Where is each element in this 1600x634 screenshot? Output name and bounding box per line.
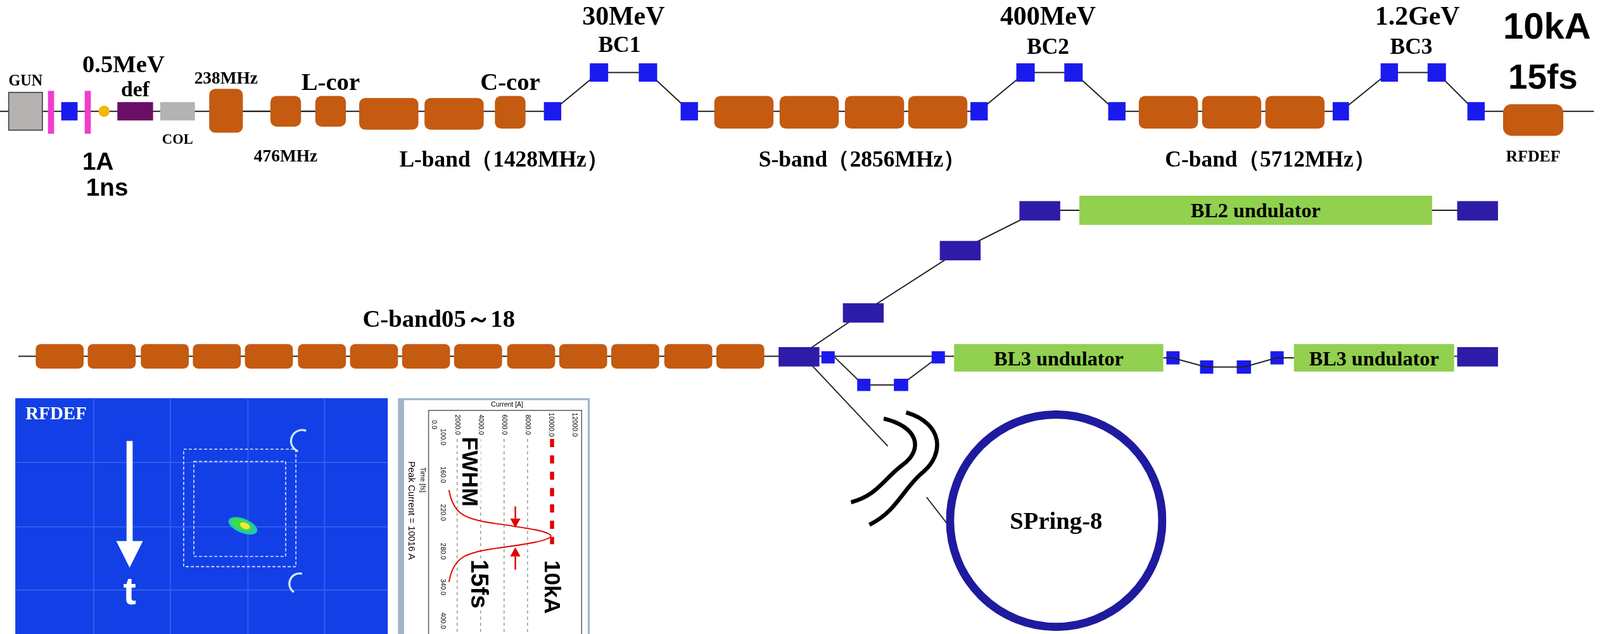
label-text: C-band05～18 — [362, 306, 515, 332]
rfdef-image — [15, 398, 388, 634]
axis-text: 2000.0 — [453, 414, 460, 436]
label-text: 30MeV — [582, 3, 665, 30]
label-text: BC3 — [1390, 35, 1433, 58]
axis-text: 340.0 — [439, 578, 446, 596]
cavity-box: 238MHz — [209, 88, 243, 133]
axis-text: 10000.0 — [547, 412, 555, 438]
dipole-magnets — [778, 201, 1499, 367]
label-text: 1ns — [86, 175, 129, 201]
label-text: 10kA — [1503, 8, 1592, 45]
axis-text: 400.0 — [439, 612, 446, 629]
axis-text: 4000.0 — [477, 414, 484, 436]
node-label: L-cor — [301, 69, 360, 95]
axis-text: 220.0 — [439, 504, 446, 521]
cavity-box: C-cor — [494, 96, 526, 130]
node-label: 238MHz — [194, 69, 258, 87]
label-text: 1A — [82, 148, 114, 174]
label-text: 0.5MeV — [82, 51, 165, 77]
node-label: RFDEF — [25, 404, 87, 423]
node-label: SPring-8 — [1009, 508, 1103, 534]
accelerator-cells — [359, 96, 1325, 130]
accelerator-cells — [35, 343, 764, 369]
label-text: 1.2GeV — [1375, 3, 1461, 30]
axis-text: 6000.0 — [501, 414, 508, 436]
photon-wave — [851, 412, 938, 525]
axis-text: 100.0 — [439, 428, 446, 446]
node-label: 476MHz — [253, 146, 318, 165]
cavity-box: 476MHz — [270, 96, 301, 127]
current-plot — [397, 398, 590, 634]
label-text: 15fs — [1508, 58, 1578, 94]
label-text: 400MeV — [1000, 3, 1096, 30]
label-text: L-band（1428MHz） — [399, 148, 609, 171]
deflector-box: def — [117, 101, 153, 121]
node-label: BL3 undulator — [1309, 347, 1440, 369]
gun-box: GUN — [8, 91, 44, 131]
cavity-box: L-cor — [315, 96, 346, 127]
node-label: RFDEF — [1506, 148, 1561, 165]
rf-deflector-box: RFDEF — [1503, 103, 1564, 136]
axis-text: 280.0 — [439, 542, 446, 560]
axis-text: 15fs — [467, 558, 493, 610]
axis-text: Peak Current = 10016 A — [406, 461, 416, 560]
image-panel: RFDEF t — [15, 398, 388, 634]
axis-text: 10kA — [540, 559, 564, 616]
undulator-box: BL3 undulator — [953, 343, 1163, 372]
beam-line — [18, 210, 1460, 386]
axis-text: 0.0 — [430, 419, 437, 430]
beam-line — [1163, 357, 1295, 368]
pink-bar — [48, 90, 55, 134]
node-label: BL2 undulator — [1190, 200, 1321, 221]
label-text: BC2 — [1026, 35, 1070, 58]
label-text: Current [A] — [490, 400, 524, 408]
axis-text: 160.0 — [439, 466, 446, 483]
label-text: BC1 — [597, 33, 641, 56]
node-label: t — [122, 571, 136, 611]
label-text: S-band（2856MHz） — [758, 148, 966, 171]
axis-text: 8000.0 — [524, 414, 531, 436]
beam-line — [300, 110, 316, 113]
undulator-box: BL2 undulator — [1079, 195, 1432, 225]
axis-text: Time [fs] — [419, 467, 426, 493]
chicane-magnets — [544, 63, 1485, 121]
undulator-box: BL3 undulator — [1294, 343, 1455, 372]
beam-line — [242, 110, 270, 113]
node-label: COL — [162, 133, 194, 148]
yellow-dot — [98, 105, 110, 118]
node-label: BL3 undulator — [993, 347, 1124, 369]
label-text: C-band（5712MHz） — [1164, 148, 1376, 171]
axis-text: FWHM — [457, 435, 481, 508]
pink-bar — [84, 90, 92, 134]
axis-text: 12000.0 — [571, 412, 578, 438]
storage-ring: SPring-8 — [945, 410, 1167, 631]
magnet — [61, 101, 78, 121]
ring-circle — [950, 414, 1163, 627]
node-label: def — [120, 78, 150, 101]
node-label: GUN — [8, 73, 43, 89]
leader-line — [808, 361, 889, 447]
node-label: C-cor — [480, 69, 540, 95]
collimator-box: COL — [160, 101, 196, 121]
